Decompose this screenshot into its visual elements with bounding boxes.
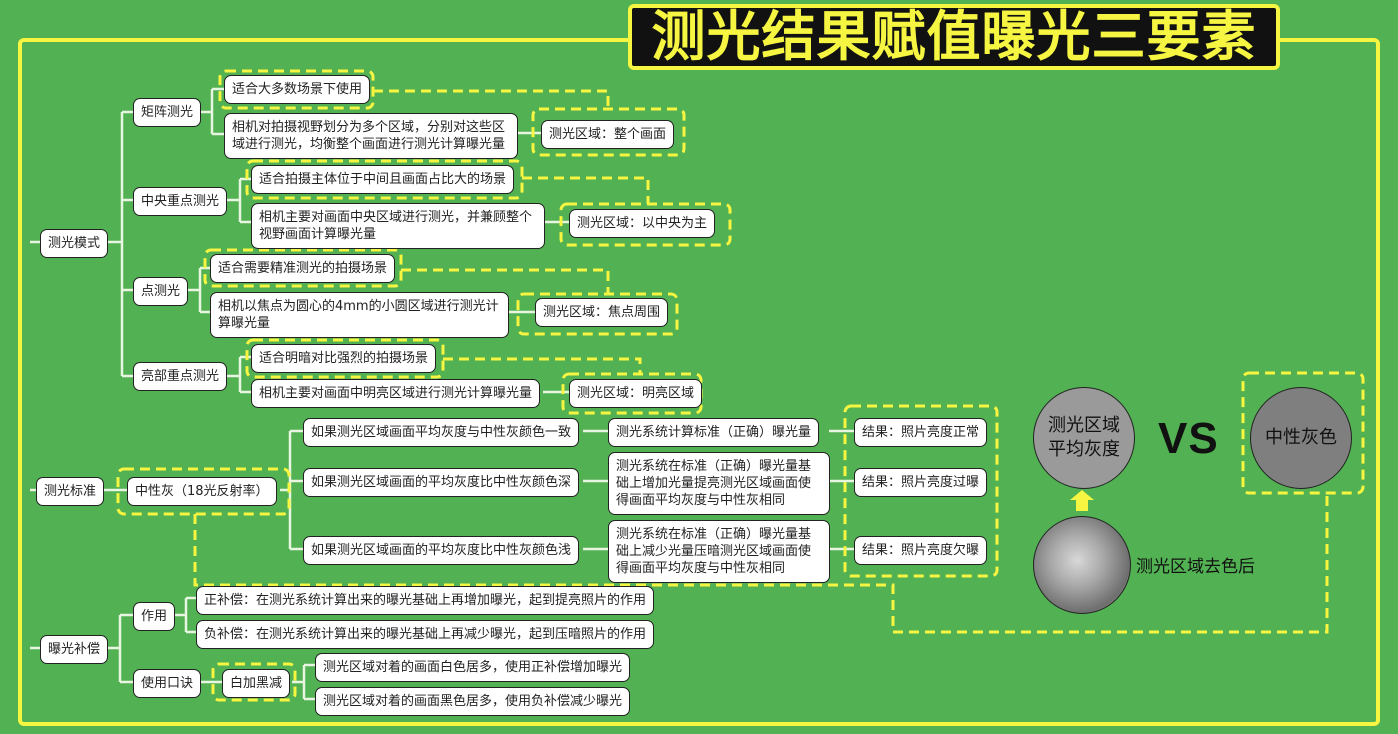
node-mode-matrix[interactable]: 矩阵测光 bbox=[133, 98, 202, 127]
node-system-standard[interactable]: 测光系统计算标准（正确）曝光量 bbox=[608, 418, 820, 447]
node-matrix-usage[interactable]: 适合大多数场景下使用 bbox=[224, 75, 371, 104]
node-case-equal[interactable]: 如果测光区域画面平均灰度与中性灰颜色一致 bbox=[303, 418, 580, 447]
node-case-darker[interactable]: 如果测光区域画面的平均灰度比中性灰颜色深 bbox=[303, 468, 580, 497]
node-center-usage[interactable]: 适合拍摄主体位于中间且画面占比大的场景 bbox=[251, 165, 515, 194]
node-effect[interactable]: 作用 bbox=[133, 602, 176, 631]
node-case-lighter[interactable]: 如果测光区域画面的平均灰度比中性灰颜色浅 bbox=[303, 536, 580, 565]
node-metering-standard[interactable]: 测光标准 bbox=[36, 477, 105, 506]
node-mnemonic[interactable]: 使用口诀 bbox=[133, 669, 202, 698]
metered-average-gray-label: 测光区域平均灰度 bbox=[1048, 415, 1120, 460]
metered-average-gray-circle: 测光区域平均灰度 bbox=[1033, 387, 1135, 489]
node-matrix-area[interactable]: 测光区域：整个画面 bbox=[541, 120, 675, 149]
photo-caption: 测光区域去色后 bbox=[1136, 557, 1255, 577]
node-mode-center-weighted[interactable]: 中央重点测光 bbox=[133, 187, 228, 216]
up-arrow-icon bbox=[1070, 490, 1094, 511]
desaturated-rose-photo-icon bbox=[1033, 516, 1131, 614]
node-neutral-gray-reference[interactable]: 中性灰（18光反射率） bbox=[127, 477, 277, 506]
node-center-description[interactable]: 相机主要对画面中央区域进行测光，并兼顾整个视野画面计算曝光量 bbox=[251, 203, 545, 249]
vs-label: VS bbox=[1158, 414, 1219, 463]
node-positive-compensation[interactable]: 正补偿：在测光系统计算出来的曝光基础上再增加曝光，起到提亮照片的作用 bbox=[196, 586, 655, 615]
node-system-decrease[interactable]: 测光系统在标准（正确）曝光量基础上减少光量压暗测光区域画面使得画面平均灰度与中性… bbox=[608, 520, 830, 583]
node-mode-highlight-weighted[interactable]: 亮部重点测光 bbox=[133, 362, 228, 391]
page-title: 测光结果赋值曝光三要素 bbox=[628, 4, 1280, 70]
node-mnemonic-phrase[interactable]: 白加黑减 bbox=[222, 669, 291, 698]
node-metering-modes[interactable]: 测光模式 bbox=[40, 229, 109, 258]
neutral-gray-circle: 中性灰色 bbox=[1250, 387, 1352, 489]
node-mode-spot[interactable]: 点测光 bbox=[133, 277, 189, 306]
node-highlight-usage[interactable]: 适合明暗对比强烈的拍摄场景 bbox=[251, 344, 437, 373]
node-exposure-compensation[interactable]: 曝光补偿 bbox=[40, 635, 109, 664]
node-center-area[interactable]: 测光区域：以中央为主 bbox=[569, 209, 716, 238]
node-spot-usage[interactable]: 适合需要精准测光的拍摄场景 bbox=[210, 254, 396, 283]
node-system-increase[interactable]: 测光系统在标准（正确）曝光量基础上增加光量提亮测光区域画面使得画面平均灰度与中性… bbox=[608, 452, 830, 515]
node-highlight-area[interactable]: 测光区域：明亮区域 bbox=[569, 379, 703, 408]
node-mnemonic-black[interactable]: 测光区域对着的画面黑色居多，使用负补偿减少曝光 bbox=[315, 687, 631, 716]
node-result-overexposed[interactable]: 结果：照片亮度过曝 bbox=[854, 468, 988, 497]
node-result-normal[interactable]: 结果：照片亮度正常 bbox=[854, 418, 988, 447]
node-highlight-description[interactable]: 相机主要对画面中明亮区域进行测光计算曝光量 bbox=[251, 379, 541, 408]
node-spot-description[interactable]: 相机以焦点为圆心的4mm的小圆区域进行测光计算曝光量 bbox=[210, 292, 509, 338]
neutral-gray-label: 中性灰色 bbox=[1265, 427, 1337, 448]
node-result-underexposed[interactable]: 结果：照片亮度欠曝 bbox=[854, 536, 988, 565]
node-spot-area[interactable]: 测光区域：焦点周围 bbox=[535, 298, 669, 327]
node-matrix-description[interactable]: 相机对拍摄视野划分为多个区域，分别对这些区域进行测光，均衡整个画面进行测光计算曝… bbox=[224, 113, 518, 159]
node-mnemonic-white[interactable]: 测光区域对着的画面白色居多，使用正补偿增加曝光 bbox=[315, 653, 631, 682]
node-negative-compensation[interactable]: 负补偿：在测光系统计算出来的曝光基础上再减少曝光，起到压暗照片的作用 bbox=[196, 620, 655, 649]
